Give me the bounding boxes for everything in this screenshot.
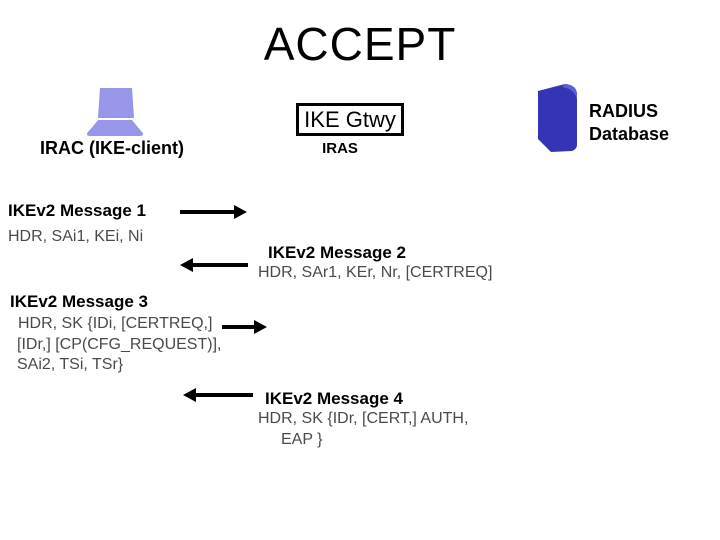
message-4-title: IKEv2 Message 4	[265, 389, 403, 408]
client-label: IRAC (IKE-client)	[40, 138, 184, 158]
message-3-payload-line-2: [IDr,] [CP(CFG_REQUEST)],	[17, 336, 222, 353]
message-3-payload-line-1: HDR, SK {IDi, [CERTREQ,]	[18, 315, 213, 332]
message-3-payload-line-3: SAi2, TSi, TSr}	[17, 356, 124, 373]
gateway-box-label: IKE Gtwy	[304, 107, 396, 132]
database-icon	[538, 84, 577, 152]
message-4-payload-line-1: HDR, SK {IDr, [CERT,] AUTH,	[258, 410, 469, 427]
message-3-title: IKEv2 Message 3	[10, 292, 148, 311]
message-4-payload-line-2: EAP }	[281, 431, 323, 448]
message-4-arrow-left-icon	[183, 388, 253, 402]
message-2-title: IKEv2 Message 2	[268, 243, 406, 262]
message-1-payload: HDR, SAi1, KEi, Ni	[8, 228, 144, 245]
laptop-icon	[87, 88, 143, 136]
gateway-sub-label: IRAS	[322, 140, 358, 157]
message-1-title: IKEv2 Message 1	[8, 201, 146, 220]
message-2-payload: HDR, SAr1, KEr, Nr, [CERTREQ]	[258, 264, 493, 281]
message-1-arrow-right-icon	[180, 205, 247, 219]
message-2-arrow-left-icon	[180, 258, 248, 272]
message-3-arrow-right-icon	[222, 320, 267, 334]
radius-label-line1: RADIUS	[589, 101, 659, 121]
radius-label: RADIUS Database	[589, 100, 669, 146]
gateway-box: IKE Gtwy	[296, 103, 404, 136]
radius-label-line2: Database	[589, 124, 670, 144]
slide-title: ACCEPT	[263, 18, 457, 70]
